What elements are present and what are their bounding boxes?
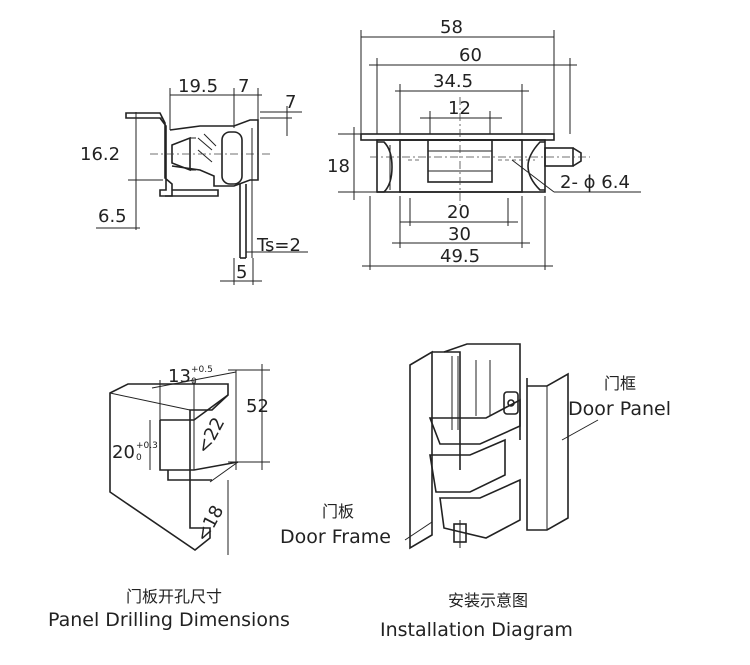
dim-20-tol-low: 0 <box>136 453 142 463</box>
installation-caption-zh: 安装示意图 <box>448 591 528 610</box>
dim-16-2: 16.2 <box>80 144 120 165</box>
dim-20-tol-up: +0.3 <box>136 441 158 451</box>
door-frame-label-zh: 门框 <box>604 374 636 393</box>
dim-22: <22 <box>193 414 229 457</box>
dim-19-5: 19.5 <box>178 76 218 97</box>
drilling-caption-zh: 门板开孔尺寸 <box>126 587 222 606</box>
dim-20: 20 <box>447 202 470 223</box>
dim-7-right: 7 <box>285 92 296 113</box>
door-panel-label-en: Door Frame <box>280 526 391 548</box>
dim-49-5: 49.5 <box>440 246 480 267</box>
dim-5: 5 <box>236 262 247 283</box>
dim-13-tol-low: 0 <box>191 377 197 387</box>
dim-13-tol-up: +0.5 <box>191 365 213 375</box>
side-view: 19.5 7 7 16.2 6.5 <box>80 76 308 285</box>
dim-13: 13 <box>168 366 191 387</box>
dim-34-5: 34.5 <box>433 71 473 92</box>
dim-6-5: 6.5 <box>98 206 127 227</box>
dim-20-h: 20 <box>112 442 135 463</box>
installation-view <box>409 343 569 550</box>
dim-52: 52 <box>246 396 269 417</box>
door-frame-label-en: Door Panel <box>568 398 671 420</box>
panel-drilling-view: 13 +0.5 0 52 <22 20 +0.3 0 <18 <box>109 364 270 555</box>
front-view: 58 60 34.5 12 <box>327 17 641 270</box>
dim-ts-2: Ts=2 <box>256 235 301 256</box>
hole-note: 2- ϕ 6.4 <box>560 172 630 193</box>
dim-18-diag: <18 <box>192 502 228 545</box>
dim-30: 30 <box>448 224 471 245</box>
dim-12: 12 <box>448 98 471 119</box>
drilling-caption-en: Panel Drilling Dimensions <box>48 609 290 631</box>
dim-7-top: 7 <box>238 76 249 97</box>
dim-58: 58 <box>440 17 463 38</box>
installation-caption-en: Installation Diagram <box>380 619 573 641</box>
door-panel-label-zh: 门板 <box>322 502 354 521</box>
dim-60: 60 <box>459 45 482 66</box>
dim-18: 18 <box>327 156 350 177</box>
